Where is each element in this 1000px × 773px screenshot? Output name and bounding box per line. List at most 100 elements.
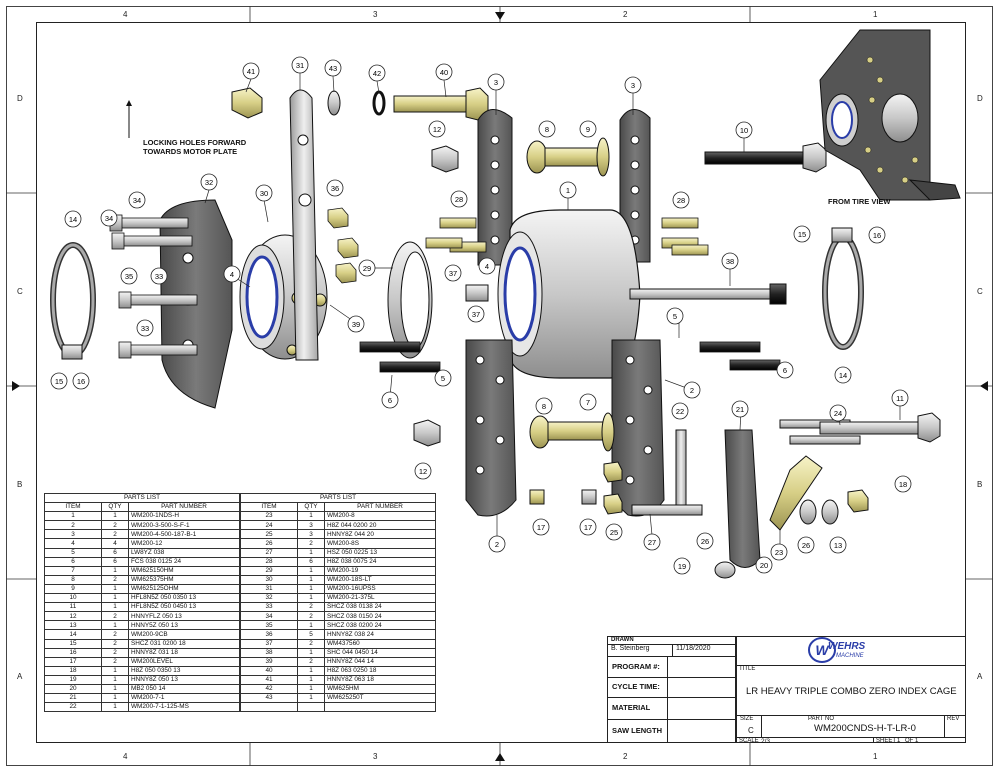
zone-right-b: B bbox=[977, 480, 983, 489]
item-balloon bbox=[242, 62, 260, 80]
cell-qty: 6 bbox=[101, 547, 129, 558]
cell-item: 20 bbox=[44, 683, 102, 695]
cell-part-number: FCS 038 0125 24 bbox=[128, 556, 240, 567]
cell-part-number: H8Z 044 0200 20 bbox=[324, 520, 436, 531]
zone-left-d: D bbox=[17, 94, 23, 103]
cell-part-number: HNNY8Z 050 13 bbox=[128, 674, 240, 685]
item-balloon bbox=[50, 372, 68, 390]
cell-qty: 2 bbox=[297, 638, 325, 649]
item-balloon-number: 2 bbox=[495, 540, 499, 549]
item-balloon-number: 9 bbox=[586, 125, 590, 134]
cell-qty: 1 bbox=[297, 574, 325, 585]
item-balloon bbox=[579, 393, 597, 411]
item-balloon bbox=[829, 404, 847, 422]
item-balloon bbox=[559, 181, 577, 199]
cell-qty: 1 bbox=[297, 511, 325, 522]
program-label: PROGRAM #: bbox=[612, 662, 660, 671]
cell-part-number: WM437560 bbox=[324, 638, 436, 649]
cell-qty: 1 bbox=[101, 693, 129, 704]
item-balloon-number: 35 bbox=[125, 272, 133, 281]
cell-part-number: WM625150HM bbox=[128, 565, 240, 576]
item-balloon-number: 15 bbox=[798, 230, 806, 239]
item-balloon-number: 17 bbox=[537, 523, 545, 532]
col-header-part-number: PART NUMBER bbox=[128, 502, 240, 513]
item-balloon bbox=[731, 400, 749, 418]
item-balloon-number: 8 bbox=[545, 125, 549, 134]
cell-item: 19 bbox=[44, 674, 102, 685]
cell-item: 10 bbox=[44, 593, 102, 604]
cell-item: 39 bbox=[240, 656, 298, 667]
cell-item: 18 bbox=[44, 665, 102, 676]
drawing-title: LR HEAVY TRIPLE COMBO ZERO INDEX CAGE bbox=[746, 686, 957, 697]
item-balloon-number: 19 bbox=[678, 562, 686, 571]
cell-part-number: WM625375HM bbox=[128, 574, 240, 585]
item-balloon bbox=[478, 257, 496, 275]
cell-item: 16 bbox=[44, 647, 102, 658]
cell-item: 17 bbox=[44, 656, 102, 667]
item-balloon bbox=[834, 366, 852, 384]
saw-length-label: SAW LENGTH bbox=[612, 726, 662, 735]
cell-item: 1 bbox=[44, 511, 102, 522]
item-balloon bbox=[120, 267, 138, 285]
cell-item: 7 bbox=[44, 565, 102, 576]
cell-item: 13 bbox=[44, 620, 102, 631]
zone-right-a: A bbox=[977, 672, 983, 681]
cell-part-number: HNNYFLZ 050 13 bbox=[128, 611, 240, 622]
material-label: MATERIAL bbox=[612, 703, 651, 712]
item-balloon-number: 33 bbox=[155, 272, 163, 281]
item-balloon-number: 4 bbox=[485, 262, 489, 271]
cell-item: 42 bbox=[240, 683, 298, 695]
cell-part-number: WM200-16UPSS bbox=[324, 583, 436, 595]
cell-part-number: H8Z 050 0350 13 bbox=[128, 665, 240, 676]
cell-qty: 3 bbox=[297, 529, 325, 540]
item-balloon bbox=[829, 536, 847, 554]
item-balloon-number: 23 bbox=[775, 548, 783, 557]
sheet-value: 1 bbox=[897, 738, 901, 744]
cell-qty: 2 bbox=[297, 611, 325, 622]
item-balloon bbox=[683, 381, 701, 399]
col-header-item: ITEM bbox=[240, 502, 298, 513]
item-balloon bbox=[532, 518, 550, 536]
scale-value: 2/3 bbox=[761, 738, 771, 745]
locking-holes-note: LOCKING HOLES FORWARD TOWARDS MOTOR PLAT… bbox=[143, 138, 246, 156]
item-balloon bbox=[444, 264, 462, 282]
item-balloon bbox=[770, 543, 788, 561]
item-balloon-number: 25 bbox=[610, 528, 618, 537]
item-balloon bbox=[324, 59, 342, 77]
cell-part-number: HFL8N5Z 050 0350 13 bbox=[128, 593, 240, 604]
item-balloon bbox=[414, 462, 432, 480]
item-balloon-number: 15 bbox=[55, 377, 63, 386]
cell-item: 37 bbox=[240, 638, 298, 649]
item-balloon bbox=[200, 173, 218, 191]
cell-qty: 2 bbox=[101, 647, 129, 658]
cell-item: 6 bbox=[44, 556, 102, 567]
title-label: TITLE bbox=[739, 666, 756, 672]
item-balloon-number: 5 bbox=[673, 312, 677, 321]
cell-qty: 5 bbox=[297, 629, 325, 640]
item-balloon-number: 21 bbox=[736, 405, 744, 414]
zone-top-4: 4 bbox=[123, 10, 128, 19]
item-balloon-number: 12 bbox=[419, 467, 427, 476]
item-balloon bbox=[368, 64, 386, 82]
zone-bottom-1: 1 bbox=[873, 752, 878, 761]
item-balloon bbox=[538, 120, 556, 138]
item-balloon bbox=[428, 120, 446, 138]
cell-qty: 1 bbox=[101, 620, 129, 631]
cell-qty: 2 bbox=[101, 611, 129, 622]
item-balloon-number: 32 bbox=[205, 178, 213, 187]
title-block-right bbox=[736, 636, 966, 743]
tire-view-assembly bbox=[819, 29, 961, 201]
